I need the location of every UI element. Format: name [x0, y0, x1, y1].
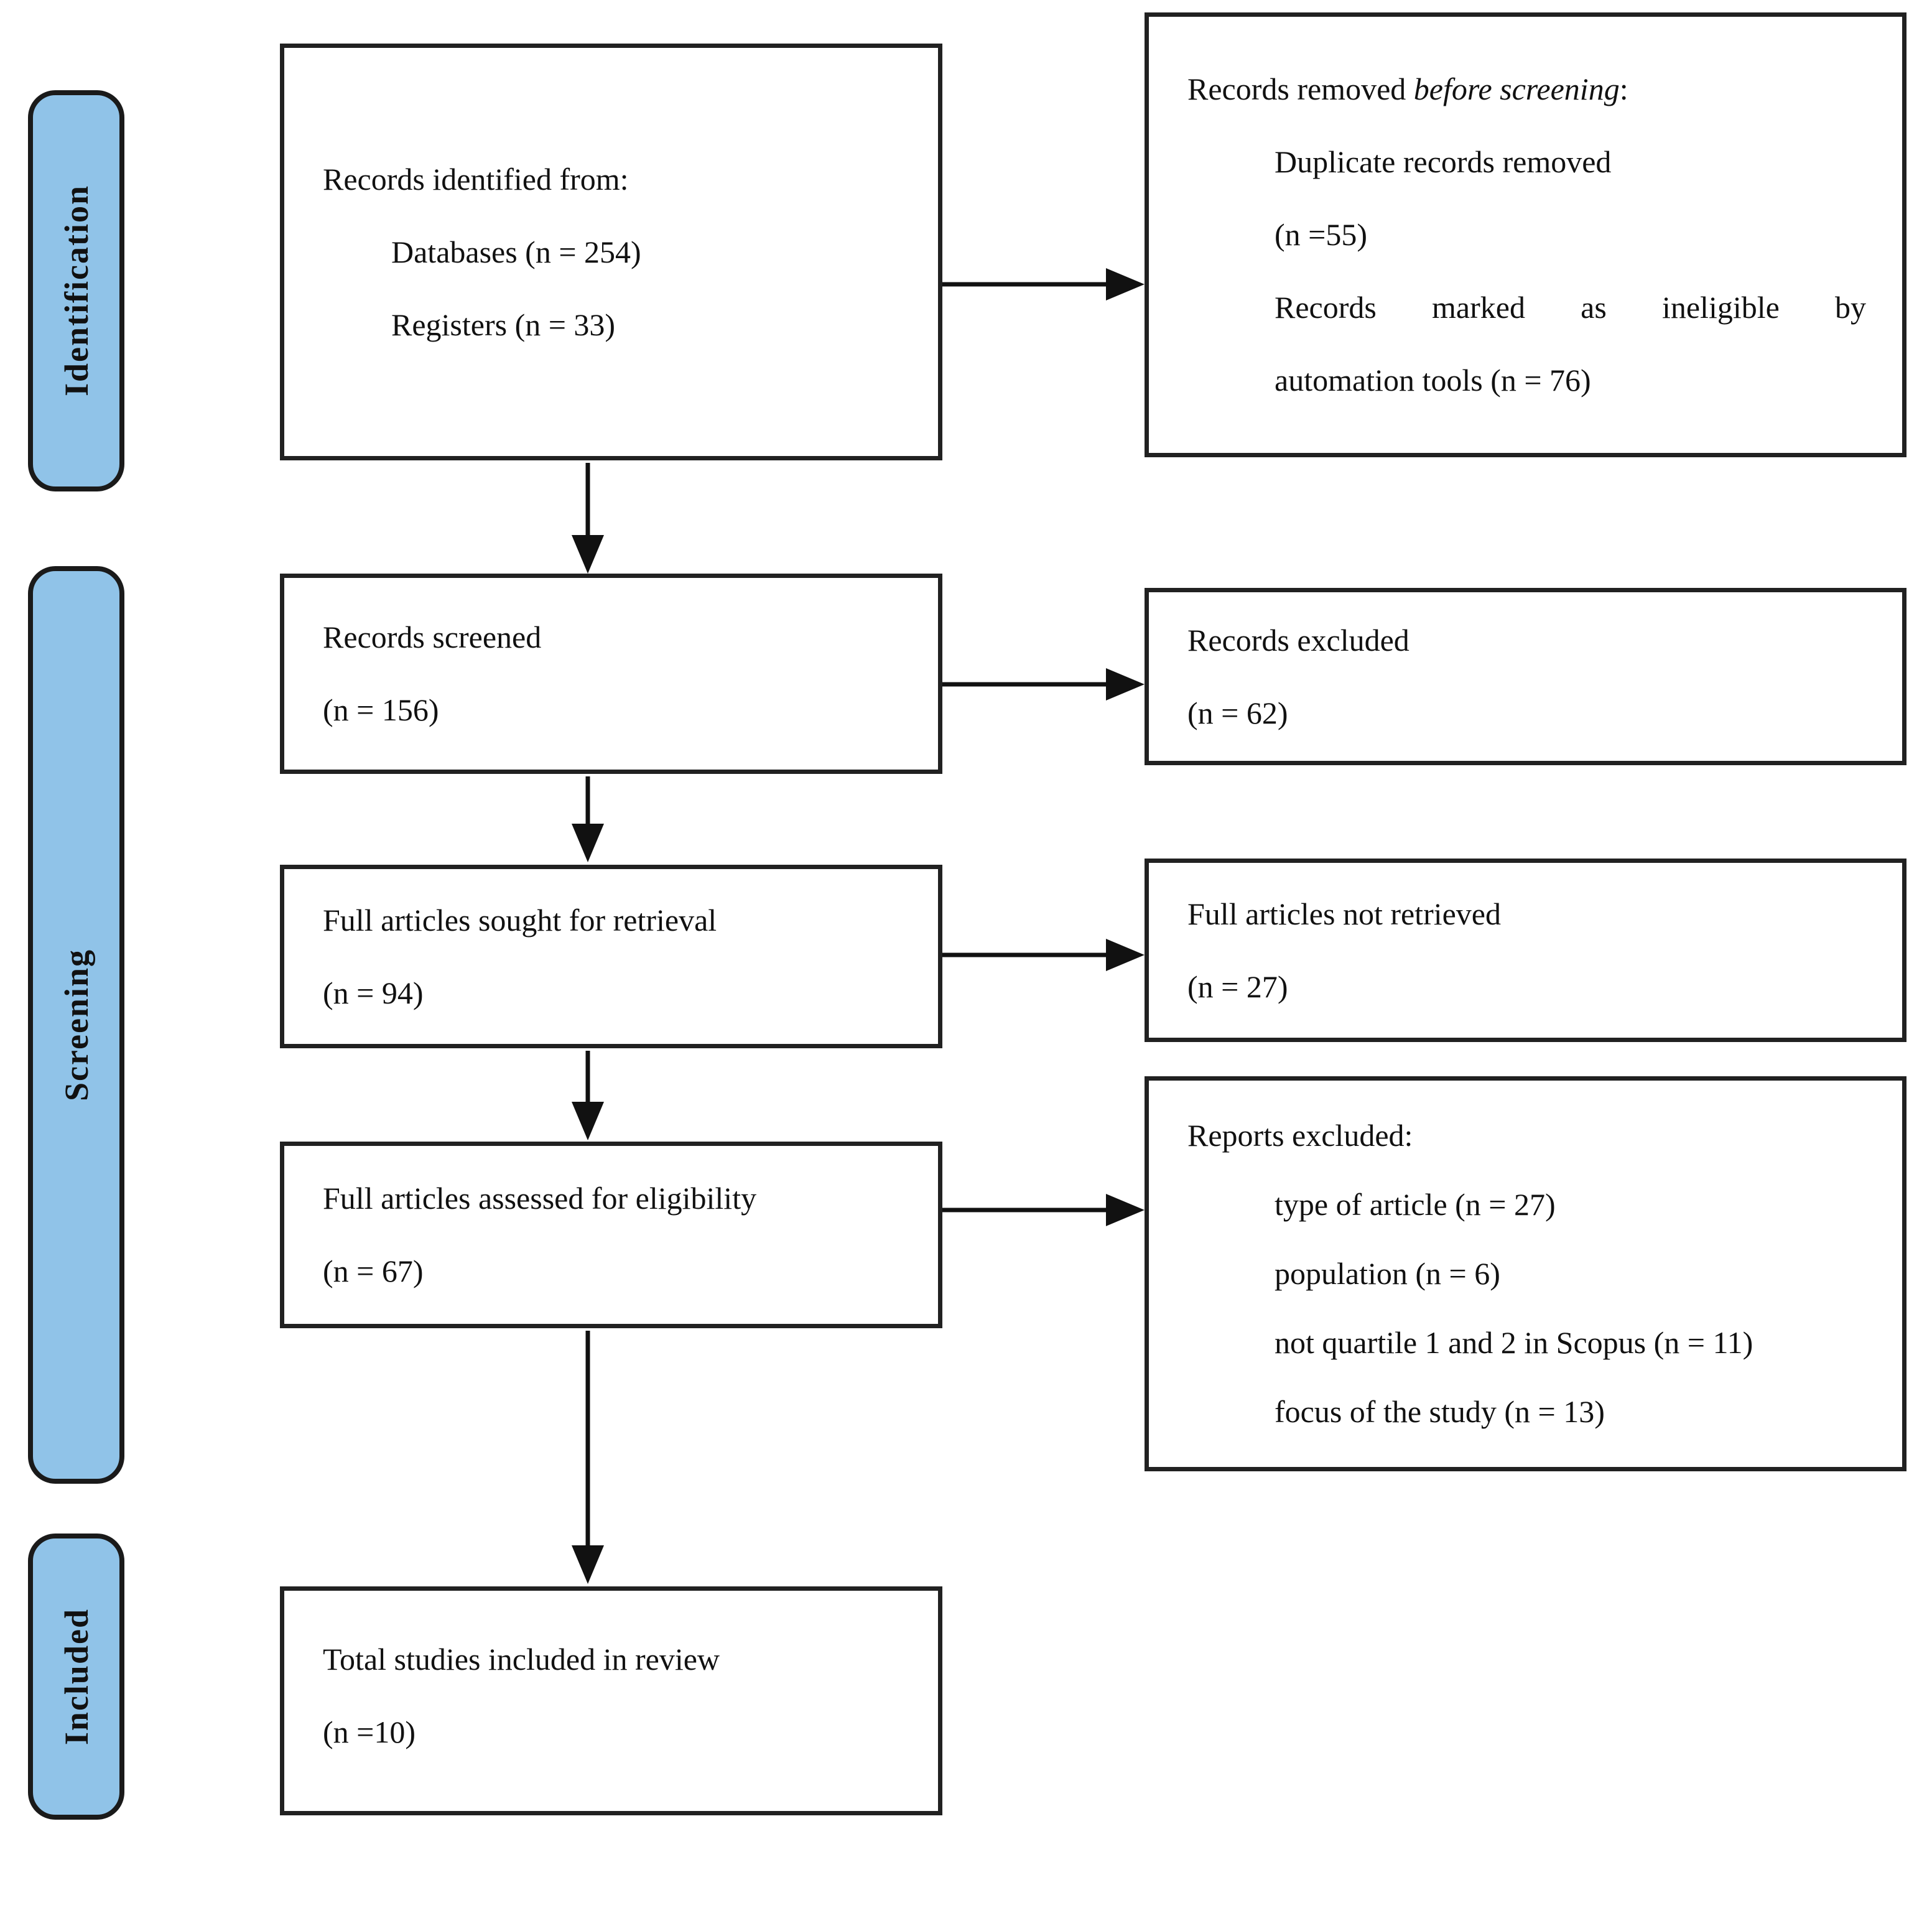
records-identified-registers: Registers (n = 33) — [391, 307, 616, 342]
stage-label-included: Included — [57, 1608, 95, 1746]
records-removed-title-suffix: : — [1619, 72, 1628, 106]
box-reports-excluded: Reports excluded: type of article (n = 2… — [1145, 1076, 1906, 1471]
records-ineligible-line1: Records marked as ineligible by — [1275, 290, 1866, 325]
records-ineligible-line2: automation tools (n = 76) — [1275, 363, 1591, 398]
articles-not-retrieved-count: (n = 27) — [1187, 969, 1288, 1004]
records-identified-title: Records identified from: — [323, 161, 629, 197]
arrow-screened-to-excluded — [942, 668, 1145, 701]
total-included-label: Total studies included in review — [323, 1642, 720, 1677]
arrow-identified-to-removed — [942, 268, 1145, 300]
box-records-excluded: Records excluded (n = 62) — [1145, 588, 1906, 765]
reports-excluded-focus: focus of the study (n = 13) — [1275, 1394, 1605, 1429]
records-excluded-count: (n = 62) — [1187, 695, 1288, 730]
records-removed-title-emphasis: before screening — [1413, 72, 1620, 106]
reports-excluded-quartile: not quartile 1 and 2 in Scopus (n = 11) — [1275, 1325, 1753, 1360]
stage-label-identification: Identification — [57, 185, 95, 397]
stage-bar-screening: Screening — [28, 566, 124, 1484]
arrow-screened-to-sought — [572, 776, 604, 862]
box-records-removed: Records removed before screening: Duplic… — [1145, 12, 1906, 457]
records-removed-title: Records removed before screening: — [1187, 70, 1871, 108]
duplicate-records-removed: Duplicate records removed — [1275, 144, 1612, 179]
stage-bar-identification: Identification — [28, 90, 124, 491]
stage-label-screening: Screening — [57, 949, 95, 1101]
box-articles-assessed: Full articles assessed for eligibility (… — [280, 1142, 942, 1328]
articles-sought-label: Full articles sought for retrieval — [323, 902, 717, 938]
reports-excluded-type-of-article: type of article (n = 27) — [1275, 1187, 1556, 1222]
articles-not-retrieved-label: Full articles not retrieved — [1187, 896, 1502, 931]
arrow-sought-to-not-retrieved — [942, 939, 1145, 971]
reports-excluded-title: Reports excluded: — [1187, 1118, 1413, 1153]
records-screened-count: (n = 156) — [323, 692, 439, 727]
articles-sought-count: (n = 94) — [323, 975, 424, 1010]
arrow-assessed-to-included — [572, 1331, 604, 1584]
box-total-included: Total studies included in review (n =10) — [280, 1586, 942, 1815]
articles-assessed-count: (n = 67) — [323, 1254, 424, 1288]
arrow-sought-to-assessed — [572, 1051, 604, 1140]
duplicate-records-removed-count: (n =55) — [1275, 217, 1367, 252]
stage-bar-included: Included — [28, 1534, 124, 1820]
reports-excluded-population: population (n = 6) — [1275, 1256, 1500, 1291]
articles-assessed-label: Full articles assessed for eligibility — [323, 1181, 757, 1216]
records-removed-title-prefix: Records removed — [1187, 72, 1414, 106]
arrow-assessed-to-reports-excluded — [942, 1194, 1145, 1226]
box-articles-not-retrieved: Full articles not retrieved (n = 27) — [1145, 859, 1906, 1042]
records-screened-label: Records screened — [323, 620, 542, 654]
box-records-identified: Records identified from: Databases (n = … — [280, 44, 942, 460]
box-articles-sought: Full articles sought for retrieval (n = … — [280, 865, 942, 1048]
arrow-identified-to-screened — [572, 463, 604, 574]
box-records-screened: Records screened (n = 156) — [280, 574, 942, 774]
records-excluded-label: Records excluded — [1187, 622, 1410, 658]
records-identified-databases: Databases (n = 254) — [391, 234, 641, 269]
total-included-count: (n =10) — [323, 1715, 416, 1749]
